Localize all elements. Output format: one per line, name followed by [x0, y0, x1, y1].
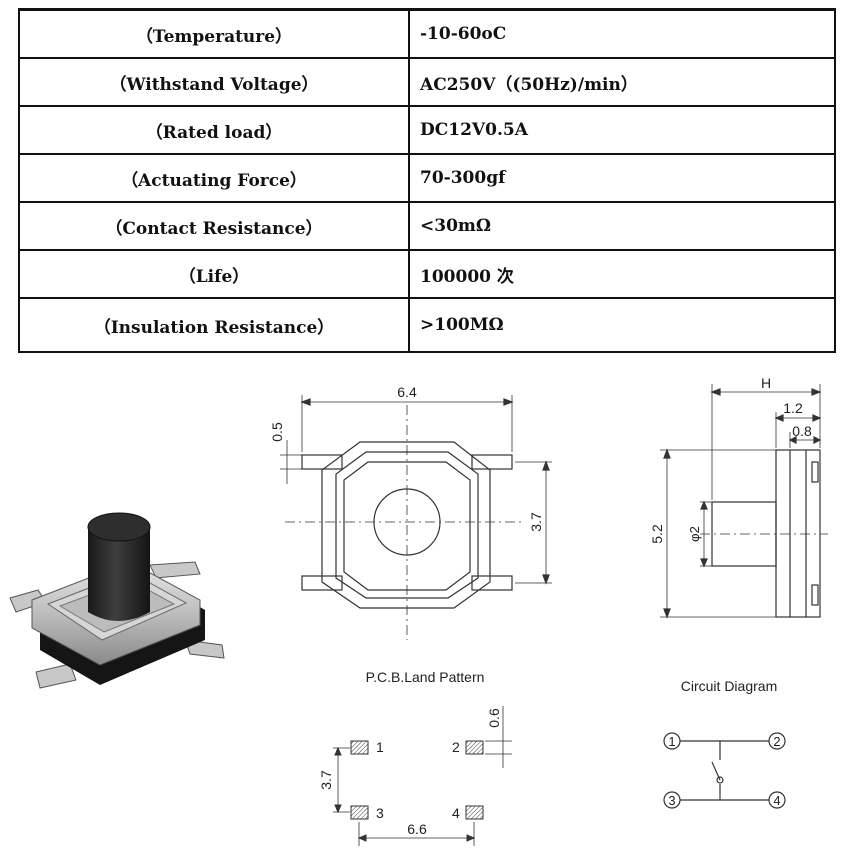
spec-name: （Temperature）	[18, 8, 410, 59]
spec-value: 100000 次	[408, 249, 836, 299]
pcb-land-drawing	[333, 706, 512, 846]
top-view-drawing	[280, 395, 552, 640]
dim-label-h: H	[761, 375, 771, 391]
spec-name: （Life）	[18, 249, 410, 299]
pin-label-1: 1	[668, 734, 675, 749]
spec-value: >100MΩ	[408, 297, 836, 353]
spec-name: （Rated load）	[18, 105, 410, 155]
pad-label-2: 2	[452, 739, 460, 755]
dim-label-1-2: 1.2	[783, 400, 803, 416]
table-row: （Contact Resistance） <30mΩ	[18, 201, 836, 251]
table-row: （Life） 100000 次	[18, 249, 836, 299]
pad-4	[465, 805, 484, 820]
spec-value: AC250V（(50Hz)/min）	[408, 57, 836, 107]
spec-table: （Temperature） -10-60oC （Withstand Voltag…	[18, 8, 836, 353]
spec-name: （Actuating Force）	[18, 153, 410, 203]
table-row: （Withstand Voltage） AC250V（(50Hz)/min）	[18, 57, 836, 107]
dim-label-phi2: φ2	[687, 526, 702, 542]
pin-label-4: 4	[773, 793, 780, 808]
dim-label-5-2: 5.2	[649, 524, 665, 544]
pad-1	[350, 740, 369, 755]
table-row: （Insulation Resistance） >100MΩ	[18, 297, 836, 353]
dim-label-0-8: 0.8	[792, 423, 812, 439]
table-row: （Rated load） DC12V0.5A	[18, 105, 836, 155]
spec-name: （Insulation Resistance）	[18, 297, 410, 353]
spec-name: （Withstand Voltage）	[18, 57, 410, 107]
pad-2	[465, 740, 484, 755]
spec-value: -10-60oC	[408, 8, 836, 59]
pcb-land-title: P.C.B.Land Pattern	[366, 669, 485, 685]
pad-3	[350, 805, 369, 820]
table-row: （Temperature） -10-60oC	[18, 8, 836, 59]
circuit-drawing	[663, 732, 786, 809]
spec-value: 70-300gf	[408, 153, 836, 203]
dim-label-pcb-3-7: 3.7	[318, 770, 334, 790]
circuit-title: Circuit Diagram	[681, 678, 777, 694]
side-view-drawing	[660, 384, 828, 619]
pad-label-3: 3	[376, 805, 384, 821]
pin-label-3: 3	[668, 793, 675, 808]
dim-label-0-6: 0.6	[486, 708, 502, 728]
pad-label-1: 1	[376, 739, 384, 755]
dim-label-6-6: 6.6	[407, 821, 427, 837]
spec-value: <30mΩ	[408, 201, 836, 251]
spec-name: （Contact Resistance）	[18, 201, 410, 251]
pin-label-2: 2	[773, 734, 780, 749]
dim-label-3-7: 3.7	[528, 512, 544, 532]
dim-label-6-4: 6.4	[397, 384, 417, 400]
dim-label-0-5: 0.5	[269, 422, 285, 442]
table-row: （Actuating Force） 70-300gf	[18, 153, 836, 203]
switch-photo	[5, 512, 235, 689]
pad-label-4: 4	[452, 805, 460, 821]
spec-value: DC12V0.5A	[408, 105, 836, 155]
